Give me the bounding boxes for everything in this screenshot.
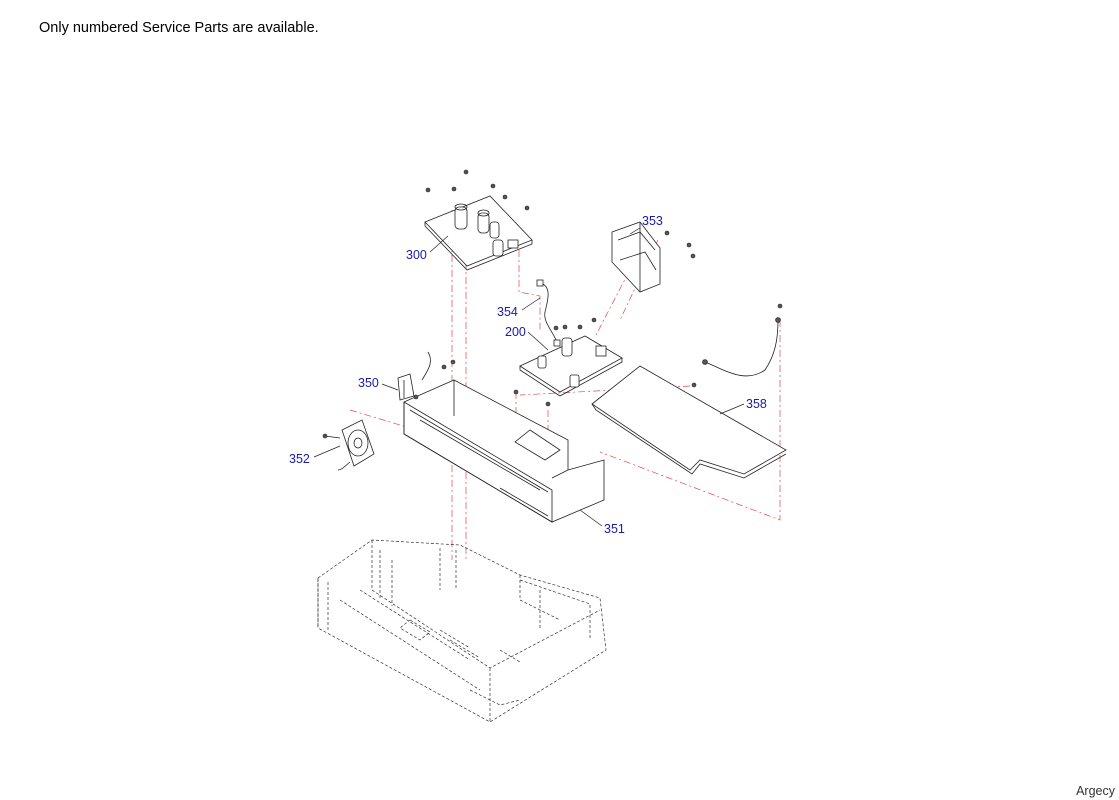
part-200-main-board[interactable] [519, 317, 623, 397]
callout-351[interactable]: 351 [604, 522, 625, 536]
brand-watermark: Argecy [1076, 784, 1115, 798]
part-354-cable[interactable] [536, 279, 561, 347]
service-parts-note: Only numbered Service Parts are availabl… [39, 20, 319, 36]
part-352-fan[interactable] [322, 419, 375, 471]
printer-base-frame [317, 539, 607, 723]
part-358-cover-plate[interactable] [591, 303, 787, 479]
callout-leaders [313, 227, 745, 527]
callout-352[interactable]: 352 [289, 452, 310, 466]
callout-200[interactable]: 200 [505, 325, 526, 339]
part-353-bracket[interactable] [611, 221, 696, 293]
callout-300[interactable]: 300 [406, 248, 427, 262]
callout-350[interactable]: 350 [358, 376, 379, 390]
part-350-bracket[interactable] [397, 351, 456, 401]
callout-353[interactable]: 353 [642, 214, 663, 228]
part-300-power-board[interactable] [424, 169, 533, 271]
part-351-chassis[interactable] [403, 379, 605, 523]
callout-358[interactable]: 358 [746, 397, 767, 411]
callout-354[interactable]: 354 [497, 305, 518, 319]
